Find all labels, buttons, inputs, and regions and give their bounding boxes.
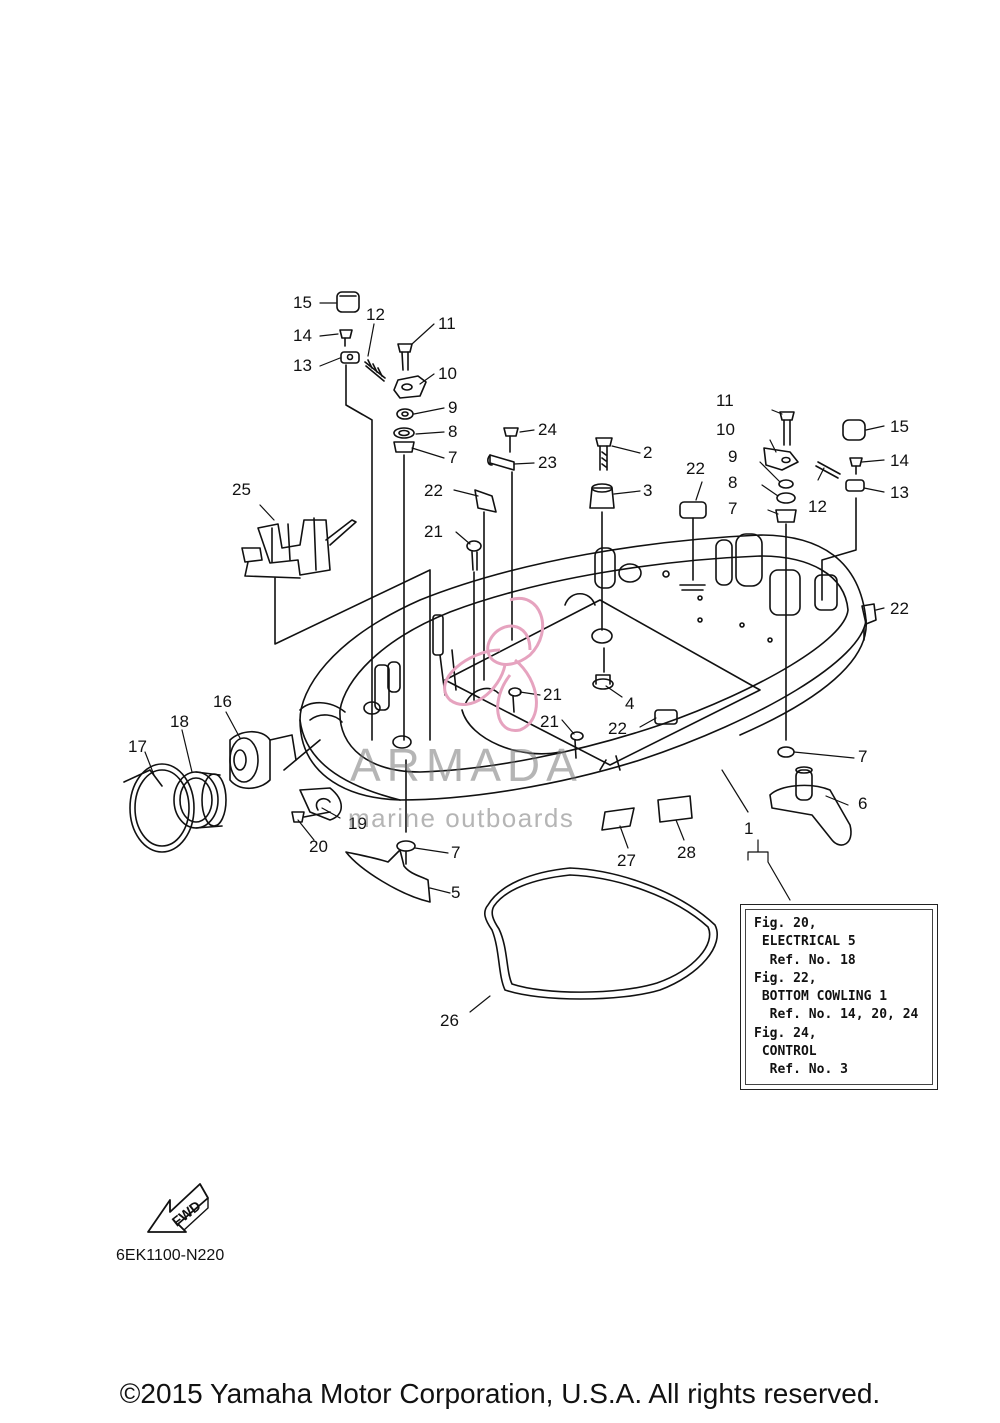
callout: 6	[858, 794, 867, 813]
callout: 18	[170, 712, 189, 731]
callout: 10	[438, 364, 457, 383]
callout: 13	[293, 356, 312, 375]
callout-leaders	[144, 302, 885, 1013]
reference-line: Ref. No. 3	[754, 1062, 848, 1078]
callout: 15	[293, 293, 312, 312]
watermark-name: ARMADA	[350, 739, 583, 791]
callout: 7	[448, 448, 457, 467]
callout: 22	[890, 599, 909, 618]
callout: 1	[744, 819, 753, 838]
label-27	[601, 807, 635, 831]
callout: 24	[538, 420, 557, 439]
reference-box-inner: Fig. 20, ELECTRICAL 5 Ref. No. 18 Fig. 2…	[745, 909, 933, 1085]
callout: 21	[540, 712, 559, 731]
callout: 9	[728, 447, 737, 466]
diagram-code: 6EK1100-N220	[116, 1247, 225, 1264]
callout: 22	[424, 481, 443, 500]
reference-box: Fig. 20, ELECTRICAL 5 Ref. No. 18 Fig. 2…	[740, 904, 938, 1090]
callout: 22	[608, 719, 627, 738]
reference-line: Ref. No. 18	[754, 952, 856, 968]
callout: 11	[438, 314, 456, 333]
callout: 28	[677, 843, 696, 862]
reference-line: Ref. No. 14, 20, 24	[754, 1007, 919, 1023]
callout: 4	[625, 694, 634, 713]
callout: 17	[128, 737, 147, 756]
callout: 20	[309, 837, 328, 856]
callout: 12	[808, 497, 827, 516]
cowling-seal	[483, 867, 718, 1000]
fwd-arrow: FWD	[147, 1183, 209, 1233]
center-hardware	[466, 427, 707, 771]
callout: 25	[232, 480, 251, 499]
callout: 2	[643, 443, 652, 462]
left-side-components	[123, 517, 431, 903]
watermark-subtitle: marine outboards	[348, 803, 575, 833]
reference-line: Fig. 24,	[754, 1025, 817, 1041]
reference-line: ELECTRICAL 5	[754, 934, 856, 950]
label-28	[657, 795, 693, 823]
callout: 13	[890, 483, 909, 502]
copyright-notice: ©2015 Yamaha Motor Corporation, U.S.A. A…	[119, 1378, 881, 1409]
callout: 16	[213, 692, 232, 711]
right-lock-assembly	[763, 411, 877, 846]
callout: 7	[451, 843, 460, 862]
callout: 7	[858, 747, 867, 766]
callout: 27	[617, 851, 636, 870]
reference-line: Fig. 20,	[754, 916, 817, 931]
callout: 19	[348, 814, 367, 833]
callout: 21	[424, 522, 443, 541]
bottom-cowling-body	[299, 533, 867, 801]
callout: 9	[448, 398, 457, 417]
callout: 3	[643, 481, 652, 500]
callout: 7	[728, 499, 737, 518]
watermark-logo	[443, 596, 545, 732]
callout: 15	[890, 417, 909, 436]
callout: 14	[890, 451, 909, 470]
callout: 10	[716, 420, 735, 439]
reference-line: BOTTOM COWLING 1	[754, 989, 888, 1005]
callout: 12	[366, 305, 385, 324]
callout: 14	[293, 326, 312, 345]
left-lock-assembly	[336, 291, 427, 833]
callout: 8	[728, 473, 737, 492]
reference-line: CONTROL	[754, 1044, 817, 1060]
reference-line: Fig. 22,	[754, 970, 817, 986]
callout: 21	[543, 685, 562, 704]
callout: 11	[716, 391, 734, 410]
callout: 26	[440, 1011, 459, 1030]
callout: 23	[538, 453, 557, 472]
callout-labels: 15 14 13 12 11 10 9 8 7 24 23 2 3 22 22 …	[128, 293, 909, 1030]
callout: 22	[686, 459, 705, 478]
callout: 5	[451, 883, 460, 902]
callout: 8	[448, 422, 457, 441]
